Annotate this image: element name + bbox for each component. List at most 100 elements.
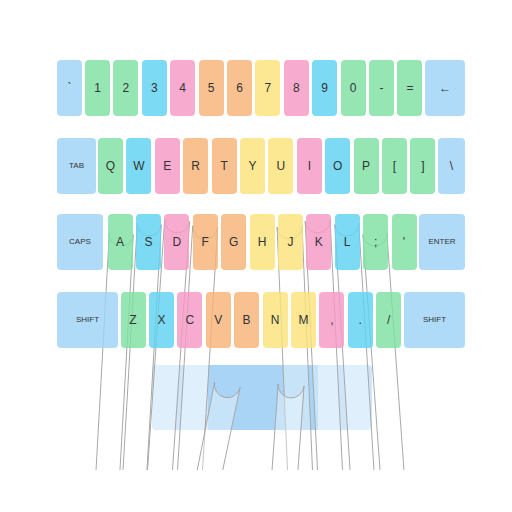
key: '	[392, 214, 417, 270]
key-label: 5	[208, 82, 215, 94]
key-label: Z	[129, 314, 136, 326]
key-label: CAPS	[69, 238, 91, 246]
key-label: T	[220, 160, 227, 172]
key: Q	[98, 138, 123, 194]
key-label: F	[202, 236, 209, 248]
key: D	[164, 214, 189, 270]
key-label: 0	[350, 82, 357, 94]
key-label: 7	[265, 82, 272, 94]
key: K	[306, 214, 331, 270]
key: ENTER	[419, 214, 465, 270]
key: M	[291, 292, 316, 348]
finger-outline	[272, 384, 304, 470]
key: \	[438, 138, 465, 194]
key-label: X	[157, 314, 165, 326]
key: 5	[199, 60, 224, 116]
key: A	[108, 214, 133, 270]
key: O	[325, 138, 350, 194]
key: G	[221, 214, 246, 270]
key: N	[263, 292, 288, 348]
key: `	[57, 60, 82, 116]
key-label: /	[387, 314, 390, 326]
key-label: '	[403, 236, 405, 248]
key-label: ,	[330, 314, 333, 326]
finger-outline	[197, 382, 240, 470]
key-label: \	[450, 160, 453, 172]
key-label: I	[308, 160, 311, 172]
key-label: -	[380, 82, 384, 94]
key: 6	[227, 60, 252, 116]
key: L	[335, 214, 360, 270]
key-label: SHIFT	[76, 316, 99, 324]
key: P	[354, 138, 379, 194]
key: ]	[410, 138, 435, 194]
key: =	[397, 60, 422, 116]
key: SHIFT	[57, 292, 118, 348]
key-label: H	[258, 236, 267, 248]
key-label: G	[229, 236, 238, 248]
key-label: ]	[421, 160, 424, 172]
key-label: 1	[94, 82, 101, 94]
key-label: J	[287, 236, 293, 248]
key: B	[234, 292, 259, 348]
key-label: Y	[248, 160, 256, 172]
key: Y	[240, 138, 265, 194]
key-label: A	[116, 236, 124, 248]
key-label: ←	[439, 82, 451, 94]
key-label: =	[406, 82, 413, 94]
key-label: TAB	[69, 162, 84, 170]
key-label: 6	[236, 82, 243, 94]
key: -	[369, 60, 394, 116]
key: .	[348, 292, 373, 348]
key-label: ENTER	[428, 238, 455, 246]
key-label: P	[362, 160, 370, 172]
key-label: `	[68, 82, 72, 94]
key: ;	[363, 214, 388, 270]
key: S	[136, 214, 161, 270]
key: T	[212, 138, 237, 194]
key: C	[177, 292, 202, 348]
key: ,	[319, 292, 344, 348]
key: J	[278, 214, 303, 270]
key: W	[126, 138, 151, 194]
key: X	[149, 292, 174, 348]
key: I	[297, 138, 322, 194]
key-label: S	[144, 236, 152, 248]
key-label: O	[333, 160, 342, 172]
key: 3	[142, 60, 167, 116]
key-label: 3	[151, 82, 158, 94]
key-label: SHIFT	[423, 316, 446, 324]
key: V	[206, 292, 231, 348]
key: 8	[284, 60, 309, 116]
key-label: 8	[293, 82, 300, 94]
key: CAPS	[57, 214, 103, 270]
key: 1	[85, 60, 110, 116]
key: ←	[425, 60, 465, 116]
key: 0	[341, 60, 366, 116]
key-label: 2	[123, 82, 130, 94]
key: U	[268, 138, 293, 194]
key: 9	[312, 60, 337, 116]
key-label: N	[271, 314, 280, 326]
key-label: L	[344, 236, 351, 248]
key-label: E	[163, 160, 171, 172]
key-label: C	[185, 314, 194, 326]
key: H	[250, 214, 275, 270]
key: R	[183, 138, 208, 194]
key: [	[382, 138, 407, 194]
key: 2	[113, 60, 138, 116]
key-label: U	[277, 160, 286, 172]
key-label: Q	[106, 160, 115, 172]
key-label: 9	[321, 82, 328, 94]
key: Z	[121, 292, 146, 348]
key-label: V	[214, 314, 222, 326]
key-label: R	[191, 160, 200, 172]
key: TAB	[57, 138, 96, 194]
key: SHIFT	[404, 292, 465, 348]
key-label: ;	[374, 236, 377, 248]
key-label: .	[359, 314, 362, 326]
key-label: B	[243, 314, 251, 326]
key-label: M	[298, 314, 308, 326]
key-label: W	[133, 160, 144, 172]
